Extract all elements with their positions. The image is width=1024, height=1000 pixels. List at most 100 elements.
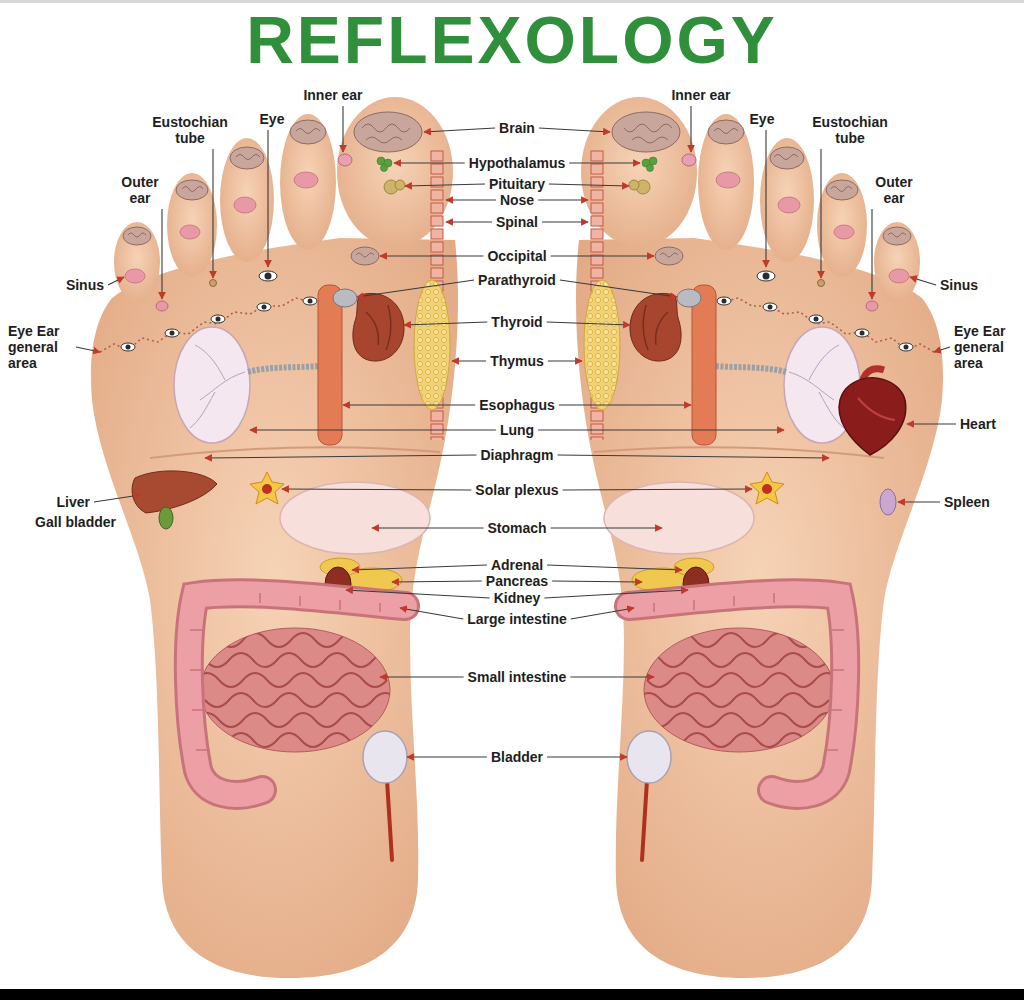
leader-line bbox=[394, 162, 465, 163]
left-foot bbox=[91, 97, 458, 978]
leader-line bbox=[538, 429, 784, 430]
part-label: Solar plexus bbox=[475, 482, 558, 498]
leader-line bbox=[380, 255, 483, 256]
part-label: Eye Ear general area bbox=[8, 323, 72, 371]
part-label: Kidney bbox=[494, 590, 541, 606]
leader-line bbox=[820, 149, 821, 278]
part-label: Thyroid bbox=[491, 314, 542, 330]
leader-line bbox=[94, 495, 140, 502]
leader-line bbox=[76, 347, 100, 352]
leader-line bbox=[212, 149, 213, 278]
bottom-bar bbox=[0, 989, 1024, 1000]
part-label: Pituitary bbox=[489, 176, 545, 192]
leader-line bbox=[267, 130, 268, 267]
part-label: Large intestine bbox=[467, 611, 567, 627]
leader-line bbox=[551, 527, 662, 528]
part-label: Small intestine bbox=[468, 669, 567, 685]
leader-line bbox=[452, 360, 486, 361]
leader-line bbox=[372, 527, 483, 528]
leader-line bbox=[400, 608, 463, 619]
leader-line bbox=[542, 221, 588, 222]
leader-line bbox=[544, 590, 688, 598]
part-label: Eye bbox=[260, 111, 285, 127]
part-label: Sinus bbox=[940, 277, 978, 293]
part-label: Outer ear bbox=[869, 174, 919, 206]
leader-line bbox=[404, 322, 487, 325]
leader-line bbox=[538, 199, 588, 200]
leader-line bbox=[549, 184, 629, 186]
part-label: Lung bbox=[500, 422, 534, 438]
part-label: Thymus bbox=[490, 353, 544, 369]
spleen-icon bbox=[880, 489, 896, 515]
part-label: Eye bbox=[750, 111, 775, 127]
leader-line bbox=[910, 277, 936, 285]
part-label: Inner ear bbox=[303, 87, 362, 103]
leader-line bbox=[250, 429, 496, 430]
part-label: Pancreas bbox=[486, 573, 548, 589]
leader-line bbox=[547, 565, 682, 570]
part-label: Esophagus bbox=[479, 397, 554, 413]
leader-line bbox=[765, 130, 766, 267]
leader-line bbox=[548, 360, 582, 361]
leader-line bbox=[552, 581, 642, 582]
gall-bladder-icon bbox=[159, 507, 173, 529]
leader-line bbox=[871, 209, 872, 299]
part-label: Eustochian tube bbox=[807, 114, 893, 146]
part-label: Inner ear bbox=[671, 87, 730, 103]
part-label: Stomach bbox=[487, 520, 546, 536]
liver-icon bbox=[132, 471, 217, 513]
leader-line bbox=[559, 404, 691, 405]
part-label: Spleen bbox=[944, 494, 990, 510]
heart-icon bbox=[839, 378, 906, 455]
leader-line bbox=[161, 209, 162, 299]
part-label: Sinus bbox=[66, 277, 104, 293]
leader-line bbox=[907, 423, 956, 424]
part-label: Bladder bbox=[491, 749, 543, 765]
heart-icon bbox=[858, 398, 895, 420]
leader-line bbox=[898, 501, 940, 502]
leader-line bbox=[380, 676, 464, 677]
part-label: Diaphragm bbox=[480, 447, 553, 463]
leader-line bbox=[547, 756, 627, 757]
part-label: Liver bbox=[57, 494, 90, 510]
part-label: Adrenal bbox=[491, 557, 543, 573]
part-label: Parathyroid bbox=[478, 272, 556, 288]
part-label: Heart bbox=[960, 416, 996, 432]
leader-line bbox=[205, 455, 476, 458]
part-label: Occipital bbox=[487, 248, 546, 264]
leader-line bbox=[569, 162, 640, 163]
leader-line bbox=[558, 455, 829, 458]
leader-line bbox=[446, 221, 492, 222]
leader-line bbox=[352, 565, 487, 570]
part-label: Spinal bbox=[496, 214, 538, 230]
part-label: Nose bbox=[500, 192, 534, 208]
leader-line bbox=[357, 280, 474, 297]
diagram-title: REFLEXOLOGY bbox=[0, 4, 1024, 76]
leader-line bbox=[570, 676, 654, 677]
leader-line bbox=[571, 608, 634, 619]
leader-line bbox=[547, 322, 630, 325]
leader-line bbox=[342, 106, 343, 152]
leader-line bbox=[343, 404, 475, 405]
right-foot bbox=[576, 97, 943, 978]
part-label: Hypothalamus bbox=[469, 155, 565, 171]
leader-line bbox=[108, 277, 124, 285]
leader-line bbox=[560, 280, 677, 297]
part-label: Outer ear bbox=[115, 174, 165, 206]
leader-line bbox=[539, 128, 610, 132]
part-label: Eye Ear general area bbox=[954, 323, 1018, 371]
leader-line bbox=[407, 756, 487, 757]
leader-line bbox=[282, 489, 471, 490]
top-rule bbox=[0, 0, 1024, 3]
leader-line bbox=[346, 590, 490, 598]
leader-line bbox=[551, 255, 654, 256]
leader-line bbox=[424, 128, 495, 132]
leader-line bbox=[690, 106, 691, 152]
leader-line bbox=[446, 199, 496, 200]
part-label: Eustochian tube bbox=[147, 114, 233, 146]
leader-line bbox=[563, 489, 752, 490]
part-label: Gall bladder bbox=[35, 514, 116, 530]
